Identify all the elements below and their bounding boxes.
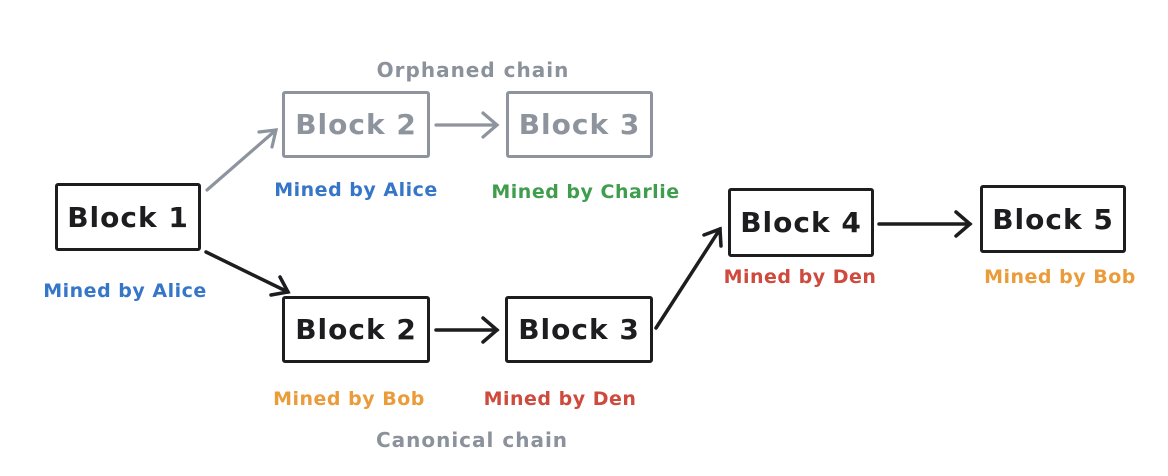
block-4-label: Block 4 bbox=[740, 206, 862, 239]
miner-label-block-2-orphaned: Mined by Alice bbox=[274, 179, 438, 201]
miner-label-block-4: Mined by Den bbox=[723, 266, 877, 288]
arrow-block1-to-canonical-block2 bbox=[204, 250, 291, 297]
block-3-orphaned: Block 3 bbox=[506, 91, 653, 158]
miner-label-block-5: Mined by Bob bbox=[984, 266, 1136, 288]
block-2-canonical: Block 2 bbox=[282, 296, 430, 363]
block-2-orphaned: Block 2 bbox=[282, 91, 430, 158]
block-2-canonical-label: Block 2 bbox=[295, 313, 417, 346]
block-5-label: Block 5 bbox=[992, 202, 1114, 236]
arrow-block3-to-block4 bbox=[654, 226, 723, 330]
miner-label-block-2-canonical: Mined by Bob bbox=[273, 388, 425, 410]
block-4: Block 4 bbox=[728, 188, 874, 257]
block-1-label: Block 1 bbox=[67, 200, 189, 234]
miner-label-block-3-orphaned: Mined by Charlie bbox=[491, 181, 680, 203]
arrow-block1-to-orphaned-block2 bbox=[205, 128, 279, 192]
arrow-orphaned-block2-to-block3 bbox=[434, 111, 500, 139]
block-1: Block 1 bbox=[55, 183, 201, 251]
arrow-canonical-block2-to-block3 bbox=[434, 316, 500, 344]
block-3-canonical: Block 3 bbox=[505, 296, 653, 363]
block-2-orphaned-label: Block 2 bbox=[295, 108, 417, 141]
orphaned-chain-title: Orphaned chain bbox=[376, 58, 570, 82]
block-3-canonical-label: Block 3 bbox=[518, 313, 640, 346]
miner-label-block-3-canonical: Mined by Den bbox=[483, 388, 637, 410]
block-3-orphaned-label: Block 3 bbox=[518, 108, 641, 141]
block-5: Block 5 bbox=[980, 185, 1126, 253]
canonical-chain-title: Canonical chain bbox=[375, 428, 569, 452]
miner-label-block-1: Mined by Alice bbox=[43, 280, 207, 302]
arrow-block4-to-block5 bbox=[877, 210, 973, 238]
